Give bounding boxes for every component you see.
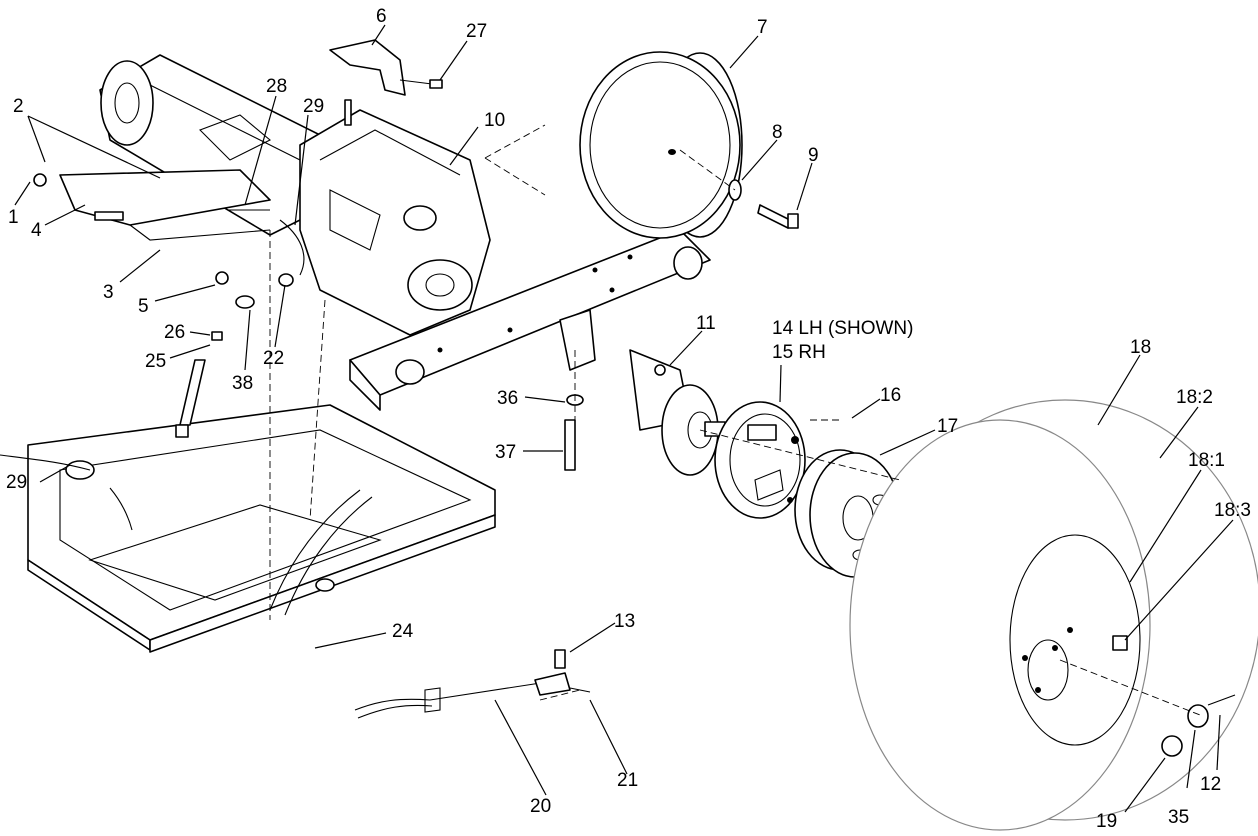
axle-beam-part xyxy=(349,229,711,411)
alignment-lines xyxy=(269,124,1201,716)
label-18: 18 xyxy=(1130,337,1151,358)
label-19: 19 xyxy=(1096,811,1117,832)
label-16: 16 xyxy=(880,385,901,406)
label-6: 6 xyxy=(376,6,387,27)
transaxle-part xyxy=(299,99,491,336)
large-tire-part xyxy=(849,399,1258,831)
wheel-hub-part xyxy=(629,349,726,476)
label-29-upper: 29 xyxy=(303,96,324,117)
label-20: 20 xyxy=(530,796,551,817)
label-21: 21 xyxy=(617,770,638,791)
label-8: 8 xyxy=(772,122,783,143)
label-26: 26 xyxy=(164,322,185,343)
label-22: 22 xyxy=(263,348,284,369)
label-9: 9 xyxy=(808,145,819,166)
washer-bolt-part xyxy=(728,179,799,229)
label-18-3: 18:3 xyxy=(1214,500,1251,521)
label-27: 27 xyxy=(466,21,487,42)
linkage-parts xyxy=(33,39,443,438)
label-17: 17 xyxy=(937,416,958,437)
frame-part xyxy=(0,404,496,653)
label-12: 12 xyxy=(1200,774,1221,795)
label-15-rh: 15 RH xyxy=(772,342,826,363)
label-14-lh: 14 LH (SHOWN) xyxy=(772,318,913,339)
label-18-2: 18:2 xyxy=(1176,387,1213,408)
label-38: 38 xyxy=(232,373,253,394)
callout-labels: 1 2 3 4 5 6 7 8 9 10 11 12 13 14 LH (SHO… xyxy=(6,6,1251,832)
upper-tire-part xyxy=(579,51,743,239)
label-18-1: 18:1 xyxy=(1188,450,1225,471)
brake-cable-part xyxy=(354,649,591,719)
label-10: 10 xyxy=(484,110,505,131)
label-29-lower: 29 xyxy=(6,472,27,493)
label-11: 11 xyxy=(696,313,716,334)
label-13: 13 xyxy=(614,611,635,632)
brake-assembly-part xyxy=(714,401,806,519)
label-1: 1 xyxy=(8,207,19,228)
label-28: 28 xyxy=(266,76,287,97)
label-2: 2 xyxy=(13,96,24,117)
label-24: 24 xyxy=(392,621,414,642)
label-36: 36 xyxy=(497,388,518,409)
nuts-part xyxy=(1161,694,1236,757)
label-4: 4 xyxy=(31,220,42,241)
label-3: 3 xyxy=(103,282,114,303)
label-35: 35 xyxy=(1168,807,1189,828)
bracket-part xyxy=(559,309,596,471)
label-37: 37 xyxy=(495,442,516,463)
label-25: 25 xyxy=(145,351,166,372)
leader-lines xyxy=(14,24,1234,813)
label-5: 5 xyxy=(138,296,149,317)
label-7: 7 xyxy=(757,17,768,38)
